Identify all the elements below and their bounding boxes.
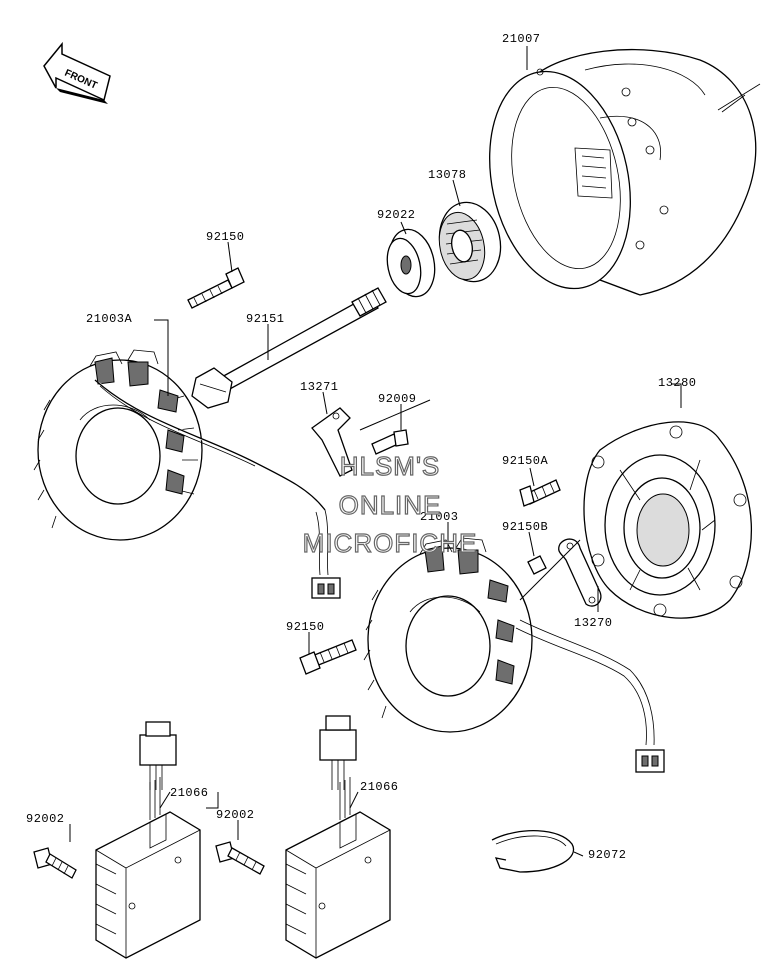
leader-lines xyxy=(69,46,682,857)
screw-92150B xyxy=(527,555,547,575)
label-92022: 92022 xyxy=(377,208,416,222)
regulator-21066-right xyxy=(285,715,391,959)
watermark: HLSM'S ONLINE MICROFICHE xyxy=(302,450,478,558)
bolt-92151 xyxy=(191,287,387,409)
label-21007: 21007 xyxy=(502,32,541,46)
watermark-line-3: MICROFICHE xyxy=(303,528,478,558)
label-13280: 13280 xyxy=(658,376,697,390)
wire-harness-21003A xyxy=(311,509,341,599)
label-21066-right: 21066 xyxy=(360,780,399,794)
rotor-21007 xyxy=(489,48,761,296)
label-92002-left: 92002 xyxy=(26,812,65,826)
watermark-line-1: HLSM'S xyxy=(340,451,441,481)
wire-harness-21003 xyxy=(515,619,665,773)
label-21066-left: 21066 xyxy=(170,786,209,800)
stator-21003 xyxy=(363,537,533,733)
label-92072: 92072 xyxy=(588,848,627,862)
label-92002-right: 92002 xyxy=(216,808,255,822)
regulator-21066-left xyxy=(95,721,201,959)
strap-92072 xyxy=(491,830,575,873)
bolt-92150A xyxy=(519,479,561,507)
label-92150A: 92150A xyxy=(502,454,549,468)
bolt-92150-mid xyxy=(299,639,357,675)
label-92151: 92151 xyxy=(246,312,285,326)
gear-13078 xyxy=(438,201,502,283)
label-92150-top: 92150 xyxy=(206,230,245,244)
front-arrow-icon: FRONT xyxy=(43,41,111,104)
bracket-13271 xyxy=(311,407,353,477)
label-92150-mid: 92150 xyxy=(286,620,325,634)
watermark-line-2: ONLINE xyxy=(339,490,442,520)
label-92150B: 92150B xyxy=(502,520,548,534)
label-13078: 13078 xyxy=(428,168,467,182)
screw-92009 xyxy=(371,429,409,455)
bolt-92002-right xyxy=(215,841,265,875)
label-92009: 92009 xyxy=(378,392,417,406)
label-21003A: 21003A xyxy=(86,312,133,326)
label-13271: 13271 xyxy=(300,380,339,394)
bolt-92150-top xyxy=(187,267,245,309)
cover-13280 xyxy=(583,421,752,619)
label-21003: 21003 xyxy=(420,510,459,524)
bolt-92002-left xyxy=(33,847,77,879)
label-13270: 13270 xyxy=(574,616,613,630)
washer-92022 xyxy=(386,228,436,298)
stator-21003A xyxy=(33,349,326,541)
